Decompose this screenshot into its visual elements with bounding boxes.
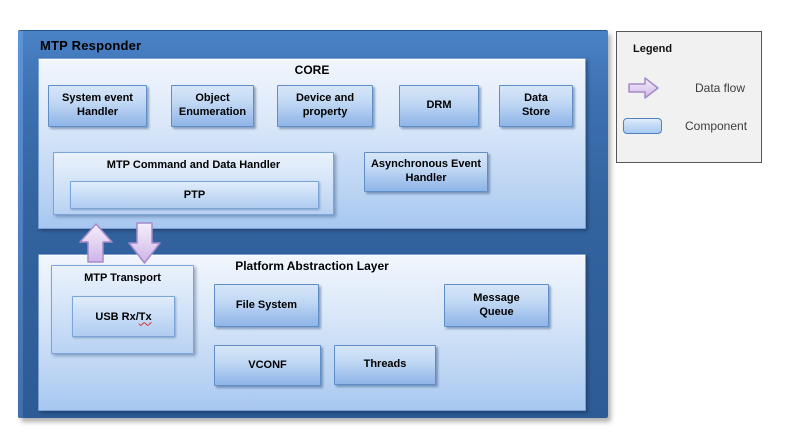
drm-box: DRM	[399, 85, 479, 127]
data-store-box: Data Store	[499, 85, 573, 127]
message-queue-box: Message Queue	[444, 284, 549, 327]
pal-section: Platform Abstraction Layer MTP Transport…	[38, 254, 586, 411]
object-enumeration-box: Object Enumeration	[171, 85, 254, 127]
usb-rx-tx-box: USB Rx/ Tx	[72, 296, 175, 337]
mtp-responder-title: MTP Responder	[40, 38, 142, 53]
legend-data-flow-label: Data flow	[695, 81, 746, 95]
mtp-command-data-handler-label: MTP Command and Data Handler	[106, 159, 281, 171]
data-flow-icon	[628, 77, 659, 99]
data-flow-arrows	[79, 222, 161, 264]
device-and-property-box: Device and property	[277, 85, 373, 127]
system-event-handler-box: System event Handler	[48, 85, 147, 127]
threads-box: Threads	[334, 345, 436, 385]
ptp-box: PTP	[70, 181, 319, 209]
pal-label: Platform Abstraction Layer	[235, 259, 389, 273]
mtp-transport-box: MTP Transport USB Rx/ Tx	[51, 265, 194, 354]
legend-component-label: Component	[685, 119, 748, 133]
core-section: CORE System event Handler Object Enumera…	[38, 58, 586, 229]
usb-rx-tx-label-part2: Tx	[138, 310, 152, 323]
legend-title: Legend	[633, 43, 673, 55]
data-flow-up-arrow-icon	[79, 223, 113, 263]
mtp-command-data-handler-box: MTP Command and Data Handler PTP	[53, 152, 334, 215]
mtp-transport-label: MTP Transport	[84, 272, 161, 284]
file-system-box: File System	[214, 284, 319, 327]
legend-box: Legend Data flow Component	[616, 31, 762, 163]
vconf-box: VCONF	[214, 345, 321, 386]
mtp-responder-container: MTP Responder CORE System event Handler …	[18, 30, 608, 418]
async-event-handler-box: Asynchronous Event Handler	[364, 152, 488, 192]
core-label: CORE	[294, 63, 330, 77]
component-icon	[623, 118, 662, 134]
data-flow-down-arrow-icon	[128, 222, 161, 264]
usb-rx-tx-label-part1: USB Rx/	[95, 310, 139, 323]
